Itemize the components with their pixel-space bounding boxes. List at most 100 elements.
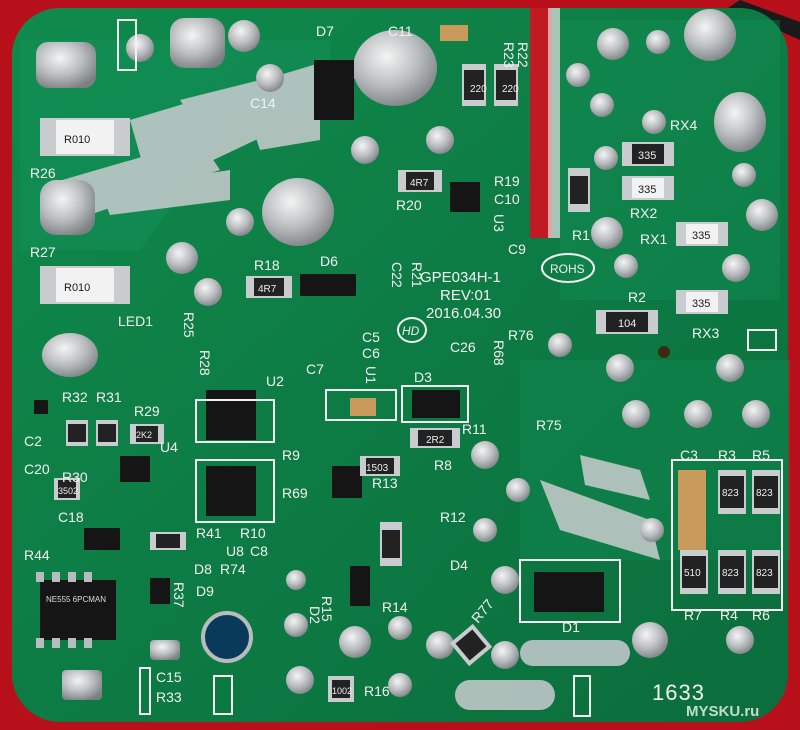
- label-d9: D9: [196, 583, 214, 599]
- solder-pads: [36, 9, 778, 700]
- rohs-mark: ROHS: [550, 262, 585, 276]
- label-r22: R22: [515, 42, 531, 68]
- label-r31: R31: [96, 389, 122, 405]
- rx1-marking: 335: [692, 230, 710, 242]
- rx4-marking: 335: [638, 150, 656, 162]
- label-c8: C8: [250, 543, 268, 559]
- label-r6: R6: [752, 607, 770, 623]
- label-c18: C18: [58, 509, 84, 525]
- label-r5: R5: [752, 447, 770, 463]
- label-c3: C3: [680, 447, 698, 463]
- r8-marking: 1503: [366, 463, 389, 474]
- label-c11: C11: [388, 23, 413, 39]
- watermark: MYSKU.ru: [686, 703, 759, 720]
- label-c10: C10: [494, 191, 520, 207]
- label-r20: R20: [396, 197, 422, 213]
- label-r3: R3: [718, 447, 736, 463]
- board-info: GPE034H-1 REV:01 2016.04.30 ROHS HD: [402, 262, 585, 338]
- solder-traces: [45, 60, 660, 710]
- label-u3: U3: [491, 214, 507, 232]
- date-code: 1633: [652, 680, 705, 705]
- label-r15: R15: [319, 596, 335, 622]
- label-u2: U2: [266, 373, 284, 389]
- label-r74: R74: [220, 561, 246, 577]
- label-r9: R9: [282, 447, 300, 463]
- capacitors: [350, 25, 706, 550]
- label-r21: R21: [409, 262, 425, 288]
- label-r10: R10: [240, 525, 266, 541]
- label-r76: R76: [508, 327, 534, 343]
- label-r4: R4: [720, 607, 738, 623]
- r26-marking: R010: [64, 134, 90, 146]
- label-r13: R13: [372, 475, 398, 491]
- label-d7: D7: [316, 23, 334, 39]
- r6-marking: 823: [756, 568, 773, 579]
- label-c9: C9: [508, 241, 526, 257]
- r7-marking: 510: [684, 568, 701, 579]
- label-r2: R2: [628, 289, 646, 305]
- label-r23: R23: [501, 42, 517, 68]
- label-c20: C20: [24, 461, 50, 477]
- label-c15: C15: [156, 669, 182, 685]
- shunt-resistors: [40, 118, 130, 304]
- ic-packages: [34, 60, 604, 640]
- label-r28: R28: [197, 350, 213, 376]
- label-c5: C5: [362, 329, 380, 345]
- label-d2: D2: [307, 606, 323, 624]
- label-c2: C2: [24, 433, 42, 449]
- label-r41: R41: [196, 525, 222, 541]
- label-d1: D1: [562, 619, 580, 635]
- isolation-slot: [530, 8, 552, 238]
- board-date: 2016.04.30: [426, 305, 501, 322]
- label-r16: R16: [364, 683, 390, 699]
- label-r12: R12: [440, 509, 466, 525]
- label-r11: R11: [462, 421, 487, 437]
- u8-marking: NE555 6PCMAN: [46, 595, 106, 604]
- label-led1: LED1: [118, 313, 153, 329]
- silkscreen-labels: D7 C11 R22 R23 C14 R26 R27 R18 D6 LED1 R…: [24, 23, 770, 705]
- label-r14: R14: [382, 599, 408, 615]
- maker-logo: HD: [402, 324, 420, 338]
- label-r44: R44: [24, 547, 50, 563]
- label-d4: D4: [450, 557, 468, 573]
- label-u1: U1: [363, 366, 379, 384]
- label-c26: C26: [450, 339, 476, 355]
- silkscreen-outlines: [117, 19, 783, 717]
- label-u4: U4: [160, 439, 178, 455]
- label-rx2: RX2: [630, 205, 657, 221]
- r23-marking: 220: [502, 84, 519, 95]
- r4-marking: 823: [722, 568, 739, 579]
- r22-marking: 220: [470, 84, 487, 95]
- label-rx4: RX4: [670, 117, 697, 133]
- label-r32: R32: [62, 389, 88, 405]
- label-r26: R26: [30, 165, 56, 181]
- label-r30: R30: [62, 469, 88, 485]
- label-r18: R18: [254, 257, 280, 273]
- mounting-hole: [201, 611, 253, 663]
- r11-marking: 2R2: [426, 435, 445, 446]
- label-r69: R69: [282, 485, 308, 501]
- r30-marking: 3502: [58, 486, 78, 496]
- label-r8: R8: [434, 457, 452, 473]
- r16-marking: 1002: [332, 686, 352, 696]
- label-c7: C7: [306, 361, 324, 377]
- label-r37: R37: [171, 582, 187, 608]
- label-r33: R33: [156, 689, 182, 705]
- label-d3: D3: [414, 369, 432, 385]
- r29-marking: 2K2: [136, 430, 152, 440]
- r5-marking: 823: [756, 488, 773, 499]
- r20-marking: 4R7: [410, 178, 429, 189]
- rx2-marking: 335: [638, 184, 656, 196]
- label-r29: R29: [134, 403, 160, 419]
- label-r27: R27: [30, 244, 56, 260]
- r2-marking: 104: [618, 318, 636, 330]
- label-rx1: RX1: [640, 231, 667, 247]
- label-c6: C6: [362, 345, 380, 361]
- rx3-marking: 335: [692, 298, 710, 310]
- label-d6: D6: [320, 253, 338, 269]
- label-r19: R19: [494, 173, 520, 189]
- label-rx3: RX3: [692, 325, 719, 341]
- r18-marking: 4R7: [258, 284, 277, 295]
